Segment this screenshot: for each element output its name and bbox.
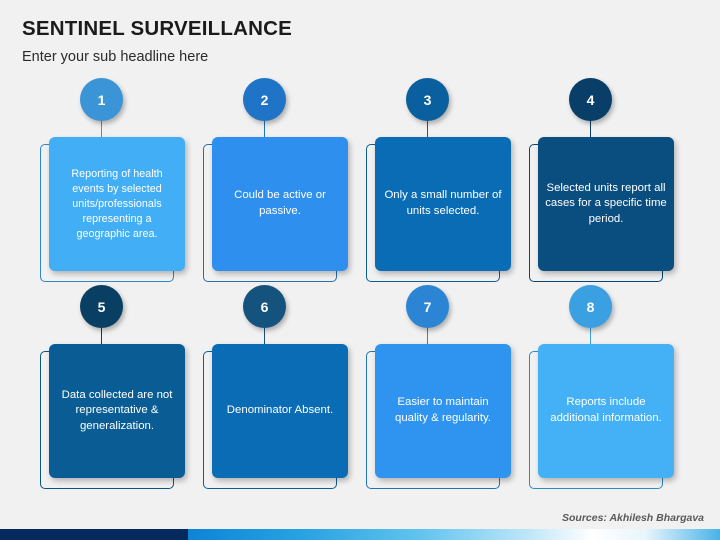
page-title: SENTINEL SURVEILLANCE (22, 17, 292, 40)
card-connector-line-8 (589, 325, 592, 347)
card-number-label-6: 6 (260, 298, 269, 315)
card-number-badge-7[interactable]: 7 (406, 285, 449, 328)
card-group-1: Reporting of health events by selected u… (38, 78, 198, 283)
card-number-badge-5[interactable]: 5 (80, 285, 123, 328)
card-group-2: Could be active or passive. 2 (201, 78, 361, 283)
card-number-label-5: 5 (97, 298, 106, 315)
card-group-6: Denominator Absent. 6 (201, 285, 361, 490)
card-connector-line-3 (426, 118, 429, 140)
card-number-label-8: 8 (586, 298, 595, 315)
card-group-3: Only a small number of units selected. 3 (364, 78, 524, 283)
card-connector-line-2 (263, 118, 266, 140)
card-3[interactable]: Only a small number of units selected. (375, 137, 511, 271)
card-7[interactable]: Easier to maintain quality & regularity. (375, 344, 511, 478)
card-text-8: Reports include additional information. (550, 396, 662, 424)
card-number-label-2: 2 (260, 91, 269, 108)
card-text-2: Could be active or passive. (234, 189, 326, 217)
card-8[interactable]: Reports include additional information. (538, 344, 674, 478)
card-text-4: Selected units report all cases for a sp… (545, 181, 667, 225)
card-5[interactable]: Data collected are not representative & … (49, 344, 185, 478)
card-text-5: Data collected are not representative & … (61, 388, 173, 432)
card-number-badge-1[interactable]: 1 (80, 78, 123, 121)
card-group-8: Reports include additional information. 8 (527, 285, 687, 490)
card-number-label-7: 7 (423, 298, 432, 315)
card-1[interactable]: Reporting of health events by selected u… (49, 137, 185, 271)
card-number-badge-3[interactable]: 3 (406, 78, 449, 121)
bottom-bar-gradient-segment (188, 529, 720, 540)
card-text-3: Only a small number of units selected. (384, 189, 502, 217)
bottom-accent-bar (0, 529, 720, 540)
card-number-badge-2[interactable]: 2 (243, 78, 286, 121)
card-connector-line-4 (589, 118, 592, 140)
card-number-badge-6[interactable]: 6 (243, 285, 286, 328)
card-number-label-4: 4 (586, 91, 595, 108)
card-connector-line-6 (263, 325, 266, 347)
card-connector-line-7 (426, 325, 429, 347)
card-2[interactable]: Could be active or passive. (212, 137, 348, 271)
card-group-4: Selected units report all cases for a sp… (527, 78, 687, 283)
card-6[interactable]: Denominator Absent. (212, 344, 348, 478)
card-group-7: Easier to maintain quality & regularity.… (364, 285, 524, 490)
card-group-5: Data collected are not representative & … (38, 285, 198, 490)
card-number-label-3: 3 (423, 91, 432, 108)
card-number-badge-8[interactable]: 8 (569, 285, 612, 328)
card-connector-line-5 (100, 325, 103, 347)
card-text-7: Easier to maintain quality & regularity. (394, 396, 492, 424)
bottom-bar-navy-segment (0, 529, 188, 540)
card-4[interactable]: Selected units report all cases for a sp… (538, 137, 674, 271)
card-number-label-1: 1 (97, 91, 106, 108)
card-number-badge-4[interactable]: 4 (569, 78, 612, 121)
card-text-6: Denominator Absent. (226, 404, 334, 417)
source-note: Sources: Akhilesh Bhargava (562, 512, 704, 524)
page-subtitle: Enter your sub headline here (22, 49, 209, 65)
card-connector-line-1 (100, 118, 103, 140)
card-text-1: Reporting of health events by selected u… (71, 167, 163, 240)
